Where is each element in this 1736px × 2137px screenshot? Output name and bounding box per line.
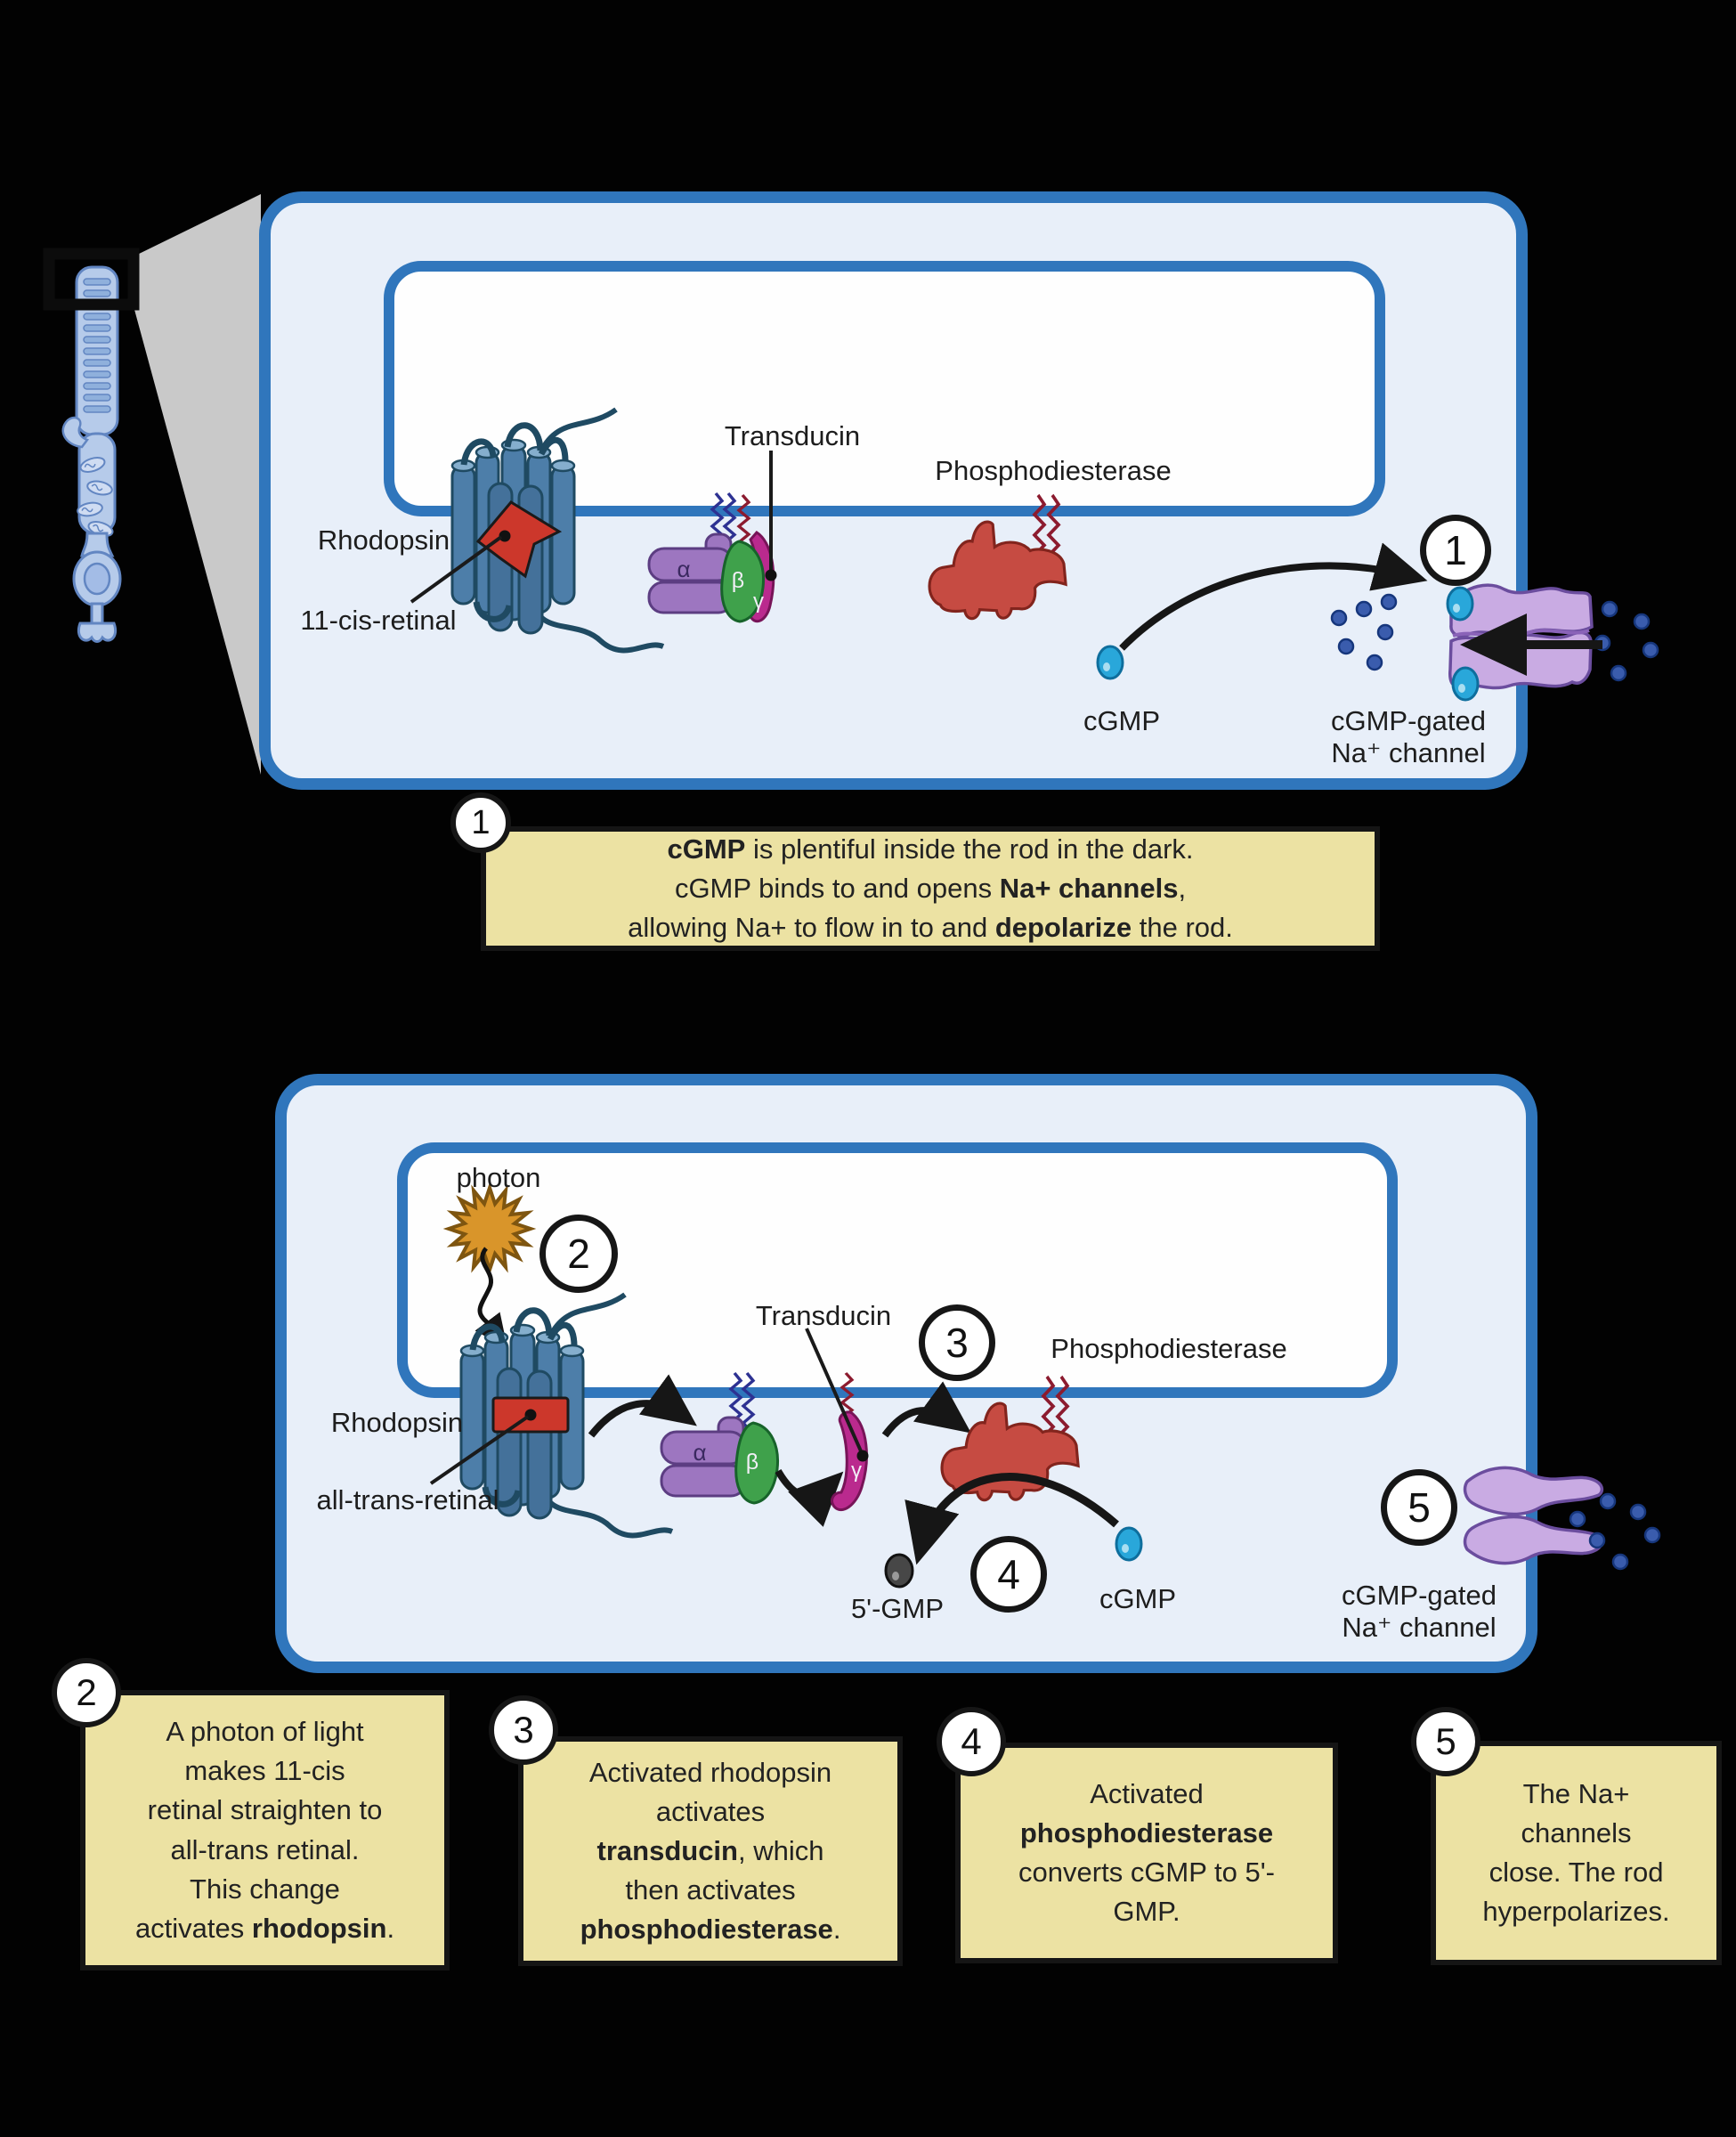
gamma-subunit-label-light: γ [851, 1459, 862, 1483]
transducin-label-light: Transducin [755, 1300, 892, 1331]
transducin-label-dark: Transducin [724, 420, 861, 451]
channel-label-light-line2: Na⁺ channel [1342, 1612, 1497, 1643]
callout-1-number: 1 [450, 792, 511, 853]
callout-2-number: 2 [52, 1658, 121, 1727]
callout-3-number: 3 [489, 1695, 558, 1765]
channel-label-dark-line2: Na⁺ channel [1331, 737, 1486, 768]
photon-label: photon [456, 1162, 541, 1193]
channel-label-light-line1: cGMP-gated [1341, 1580, 1497, 1611]
step-1-marker: 1 [1420, 515, 1491, 586]
gmp5-label: 5'-GMP [850, 1593, 945, 1624]
nucleus-icon [83, 562, 111, 596]
callout-4-number: 4 [937, 1707, 1006, 1776]
rhodopsin-label-light: Rhodopsin [330, 1407, 464, 1438]
channel-label-dark-line1: cGMP-gated [1330, 705, 1486, 736]
phosphodiesterase-label-light: Phosphodiesterase [1051, 1333, 1287, 1364]
rhodopsin-label-dark: Rhodopsin [317, 524, 450, 556]
retinal-alltrans-label: all-trans-retinal [316, 1484, 499, 1515]
mitochondria-icons [77, 457, 114, 537]
step-3-marker: 3 [919, 1304, 995, 1381]
step-4-marker: 4 [970, 1536, 1047, 1613]
gamma-subunit-label-dark: γ [753, 589, 764, 613]
retinal-11cis-label: 11-cis-retinal [300, 605, 457, 636]
cgmp-label-light: cGMP [1099, 1583, 1177, 1614]
rod-cell-icon [61, 265, 122, 643]
magnified-region-outline [43, 248, 140, 311]
phosphodiesterase-label-dark: Phosphodiesterase [935, 455, 1172, 486]
alpha-subunit-label-dark: α [677, 556, 691, 582]
disc-membrane-dark [384, 261, 1385, 516]
callout-5-number: 5 [1411, 1707, 1480, 1776]
step-2-marker: 2 [539, 1215, 618, 1293]
alpha-subunit-label-light: α [693, 1439, 707, 1466]
step-5-marker: 5 [1381, 1469, 1457, 1546]
zoom-wedge [134, 194, 261, 775]
beta-subunit-label-light: β [745, 1450, 759, 1475]
cgmp-label-dark: cGMP [1083, 705, 1161, 736]
callout-1: cGMP is plentiful inside the rod in the … [481, 826, 1380, 951]
